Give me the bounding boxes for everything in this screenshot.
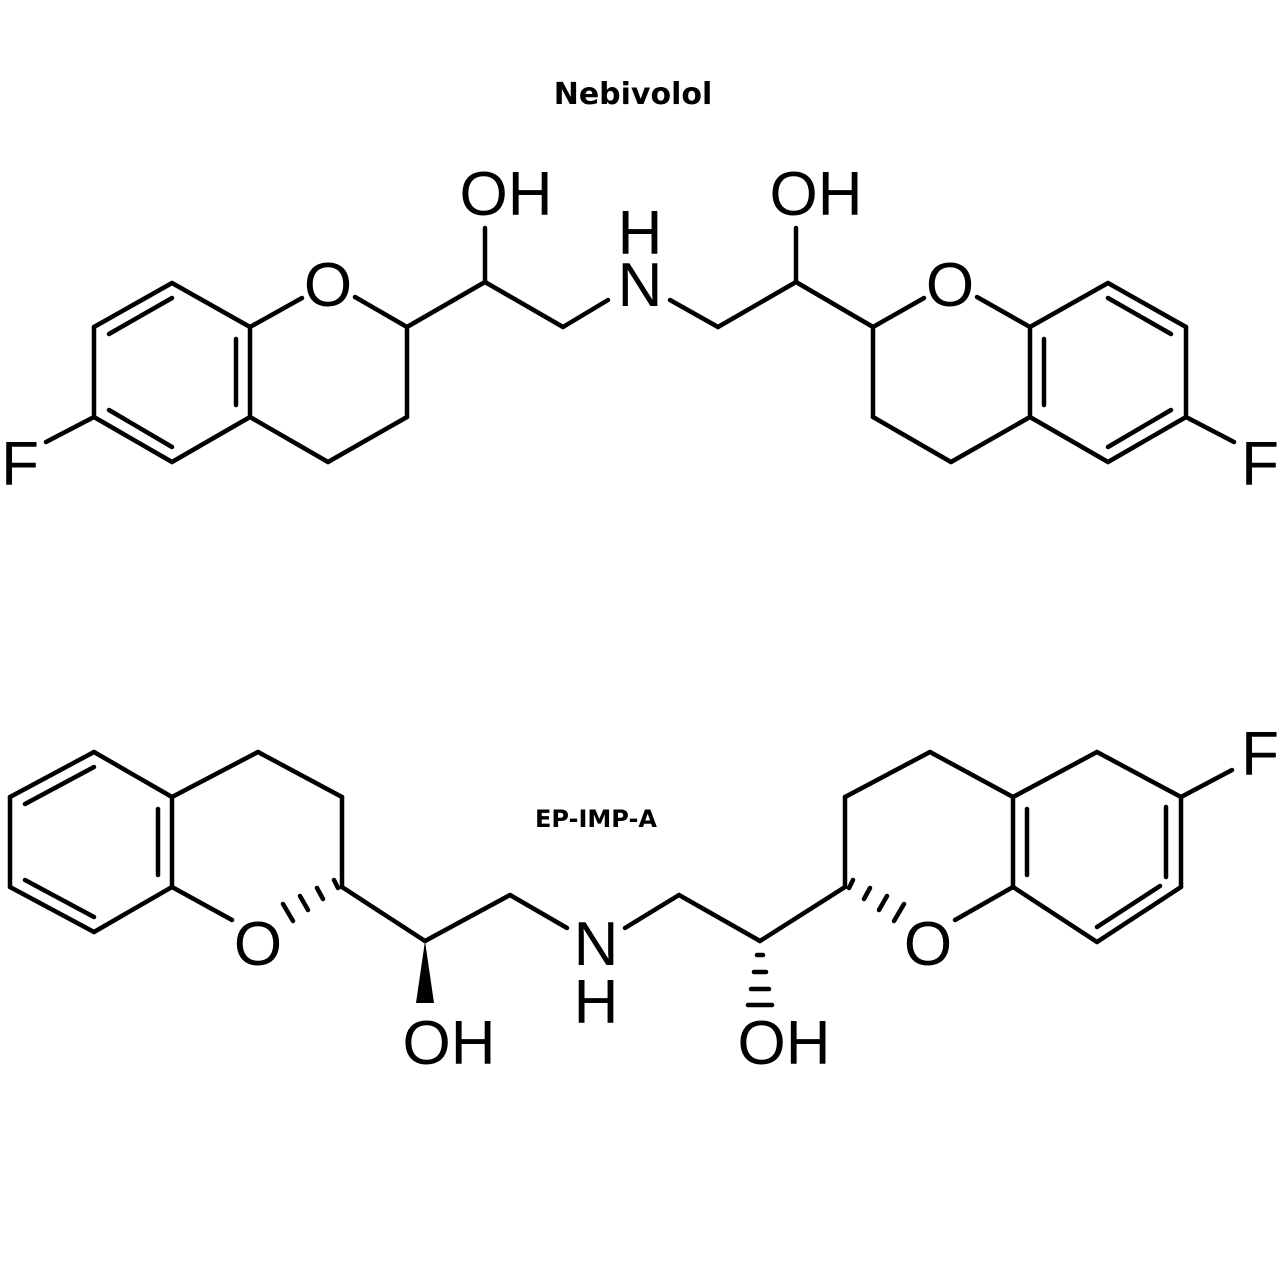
- atom-labels-nebivolol: OH H N OH O O F F: [1, 160, 1278, 499]
- atom-label-o: O: [304, 251, 352, 320]
- molecule-title-ep-imp-a: EP-IMP-A: [535, 805, 657, 833]
- atom-label-o: O: [234, 910, 282, 979]
- molecule-ep-imp-a: EP-IMP-A: [7, 720, 1278, 1078]
- bonds-ep-imp-a: [7, 749, 1235, 1008]
- atom-label-o: O: [904, 910, 952, 979]
- atom-label-oh: OH: [770, 160, 863, 229]
- atom-label-oh: OH: [460, 160, 553, 229]
- molecule-title-nebivolol: Nebivolol: [554, 77, 713, 112]
- atom-label-o: O: [926, 251, 974, 320]
- atom-label-h: H: [618, 199, 663, 268]
- atom-label-oh: OH: [738, 1009, 831, 1078]
- atom-label-f: F: [1, 430, 39, 499]
- atom-label-oh: OH: [403, 1009, 496, 1078]
- molecule-nebivolol: Nebivolol: [1, 77, 1278, 499]
- atom-label-n: N: [574, 910, 619, 979]
- atom-label-h: H: [574, 968, 619, 1037]
- atom-label-f: F: [1241, 720, 1278, 789]
- atom-label-n: N: [618, 251, 663, 320]
- atom-labels-ep-imp-a: O O N H OH OH F: [234, 720, 1278, 1078]
- bonds-nebivolol: [43, 225, 1237, 465]
- atom-label-f: F: [1241, 430, 1278, 499]
